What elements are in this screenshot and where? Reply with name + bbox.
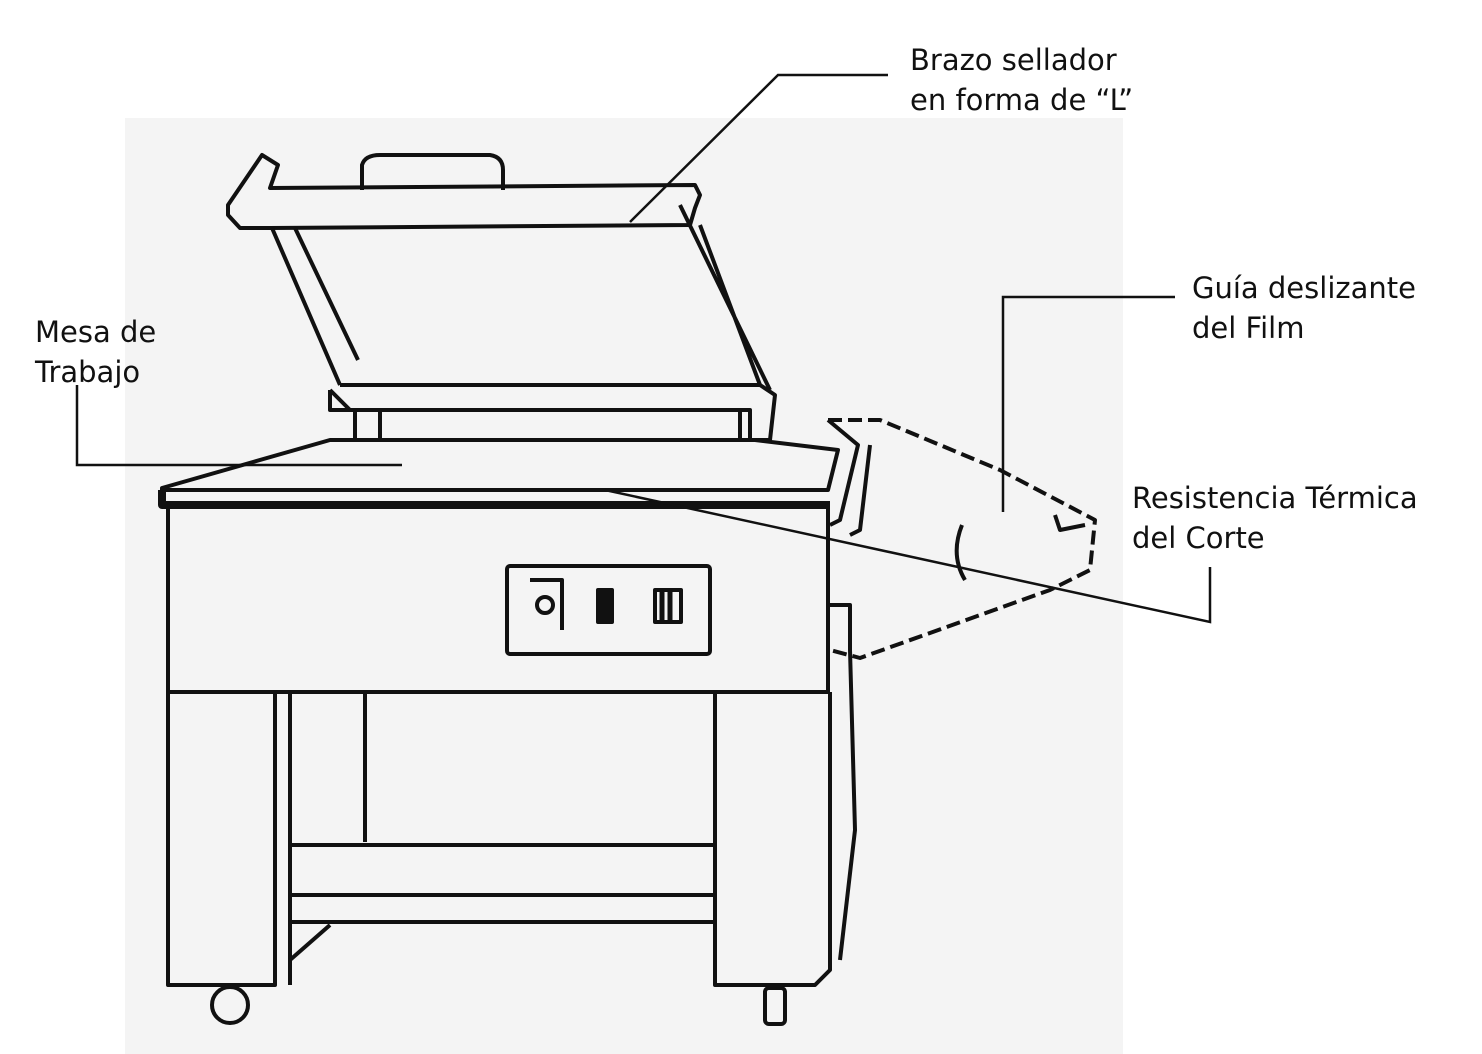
leader-sealing-arm: [629, 73, 888, 223]
right-leg: [713, 649, 857, 987]
label-line: del Corte: [1132, 521, 1265, 555]
label-film-guide: Guía deslizante del Film: [1192, 268, 1416, 348]
left-leg: [166, 692, 292, 987]
control-panel: [505, 564, 712, 656]
switch-1-icon: [596, 588, 614, 624]
label-line: Trabajo: [35, 355, 141, 389]
sealing-arm: [226, 153, 702, 230]
arm-handle: [360, 153, 505, 190]
sealing-frame: [328, 383, 777, 442]
caster-right: [763, 986, 787, 1026]
lower-shelf: [288, 843, 715, 962]
power-indicator-icon: [535, 595, 555, 615]
caster-left: [210, 985, 250, 1025]
label-line: en forma de “L”: [910, 83, 1134, 117]
label-line: Mesa de: [35, 315, 157, 349]
switch-2-icon: [653, 588, 683, 624]
label-line: Brazo sellador: [910, 43, 1117, 77]
label-cutting-resistor: Resistencia Térmica del Corte: [1132, 478, 1418, 558]
leader-cutting-resistor: [604, 488, 1212, 624]
label-line: Resistencia Térmica: [1132, 481, 1418, 515]
label-line: Guía deslizante: [1192, 271, 1416, 305]
label-line: del Film: [1192, 311, 1305, 345]
film-guide: [828, 418, 1097, 660]
label-sealing-arm: Brazo sellador en forma de “L”: [910, 40, 1133, 120]
label-work-table: Mesa de Trabajo: [35, 312, 156, 392]
leader-work-table: [75, 385, 402, 467]
leader-film-guide: [1001, 295, 1175, 512]
cabinet: [166, 505, 830, 694]
